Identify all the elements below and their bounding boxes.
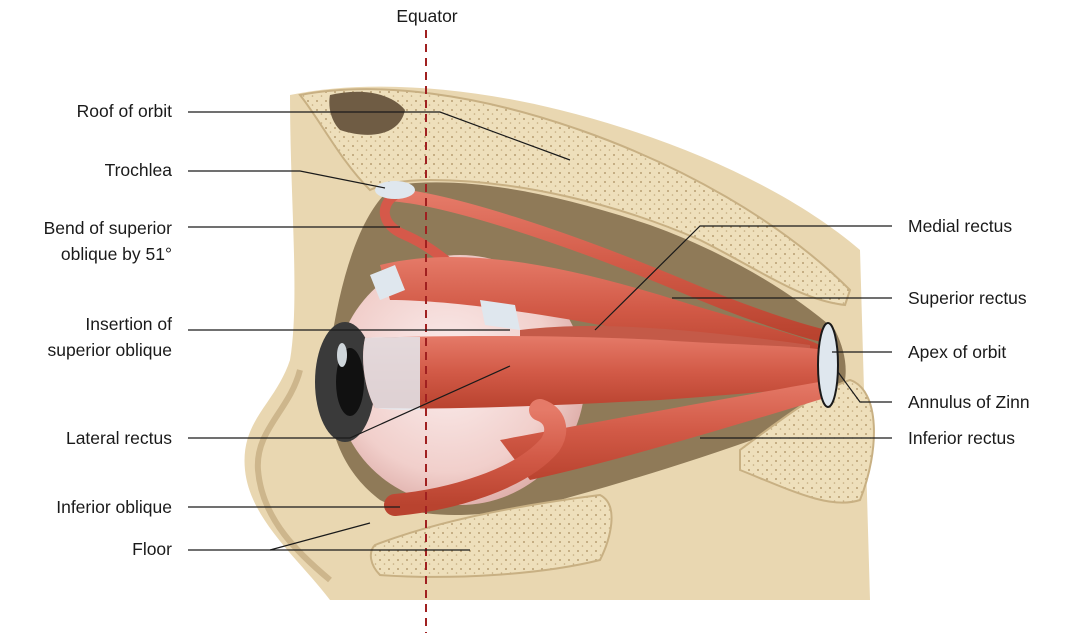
label-roof-of-orbit: Roof of orbit xyxy=(77,101,172,121)
label-floor: Floor xyxy=(132,539,172,559)
label-inferior-oblique: Inferior oblique xyxy=(56,497,172,517)
label-insertion-line1: Insertion of xyxy=(85,314,172,334)
label-bend-line1: Bend of superior xyxy=(44,218,173,238)
label-lateral-rectus: Lateral rectus xyxy=(66,428,172,448)
label-superior-rectus: Superior rectus xyxy=(908,288,1027,308)
label-bend-line2: oblique by 51° xyxy=(61,244,172,264)
label-inferior-rectus: Inferior rectus xyxy=(908,428,1015,448)
label-apex-of-orbit: Apex of orbit xyxy=(908,342,1006,362)
lateral-rectus-tendon xyxy=(363,337,420,410)
equator-label: Equator xyxy=(396,6,457,26)
label-insertion-line2: superior oblique xyxy=(47,340,172,360)
label-trochlea: Trochlea xyxy=(105,160,173,180)
label-medial-rectus: Medial rectus xyxy=(908,216,1012,236)
annulus-of-zinn xyxy=(818,323,838,407)
cornea-highlight xyxy=(337,343,347,367)
trochlea-pulley xyxy=(375,181,415,199)
label-annulus-of-zinn: Annulus of Zinn xyxy=(908,392,1030,412)
